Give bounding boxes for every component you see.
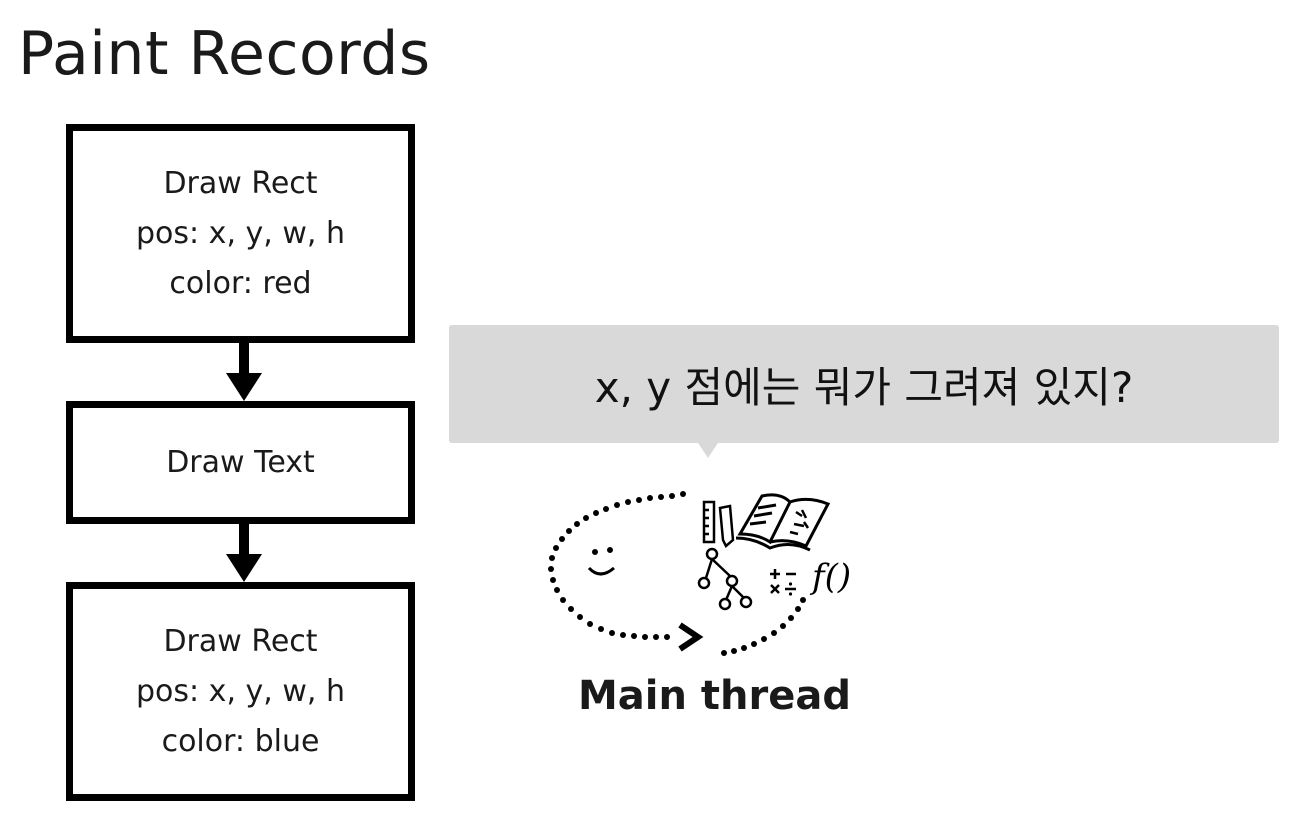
record-line: pos: x, y, w, h: [136, 673, 345, 709]
book-icon: [735, 493, 831, 552]
page-title: Paint Records: [18, 19, 431, 89]
record-line: Draw Text: [166, 444, 315, 480]
record-line: color: blue: [161, 723, 320, 759]
record-line: Draw Rect: [163, 165, 318, 201]
speech-bubble-tail: [698, 443, 718, 458]
paint-record-draw-rect-blue: Draw Rect pos: x, y, w, h color: blue: [66, 582, 415, 801]
tree-icon: [697, 547, 753, 611]
paint-record-draw-rect-red: Draw Rect pos: x, y, w, h color: red: [66, 124, 415, 343]
speech-bubble-text: x, y 점에는 뭐가 그려져 있지?: [594, 362, 1134, 412]
arrow-down-icon: [226, 522, 262, 582]
main-thread-illustration: f(): [548, 491, 851, 656]
dotted-cycle-arrow-icon: [548, 491, 806, 656]
smiley-icon: [587, 547, 615, 576]
main-thread-label: Main thread: [578, 673, 851, 719]
paint-record-draw-text: Draw Text: [66, 401, 415, 524]
function-icon: f(): [809, 557, 851, 597]
record-line: pos: x, y, w, h: [136, 215, 345, 251]
ruler-pencil-icon: [702, 500, 735, 548]
record-line: color: red: [169, 265, 312, 301]
arrow-down-icon: [226, 341, 262, 401]
speech-bubble: x, y 점에는 뭐가 그려져 있지?: [449, 325, 1279, 443]
record-line: Draw Rect: [163, 623, 318, 659]
math-symbols-icon: [770, 569, 796, 596]
